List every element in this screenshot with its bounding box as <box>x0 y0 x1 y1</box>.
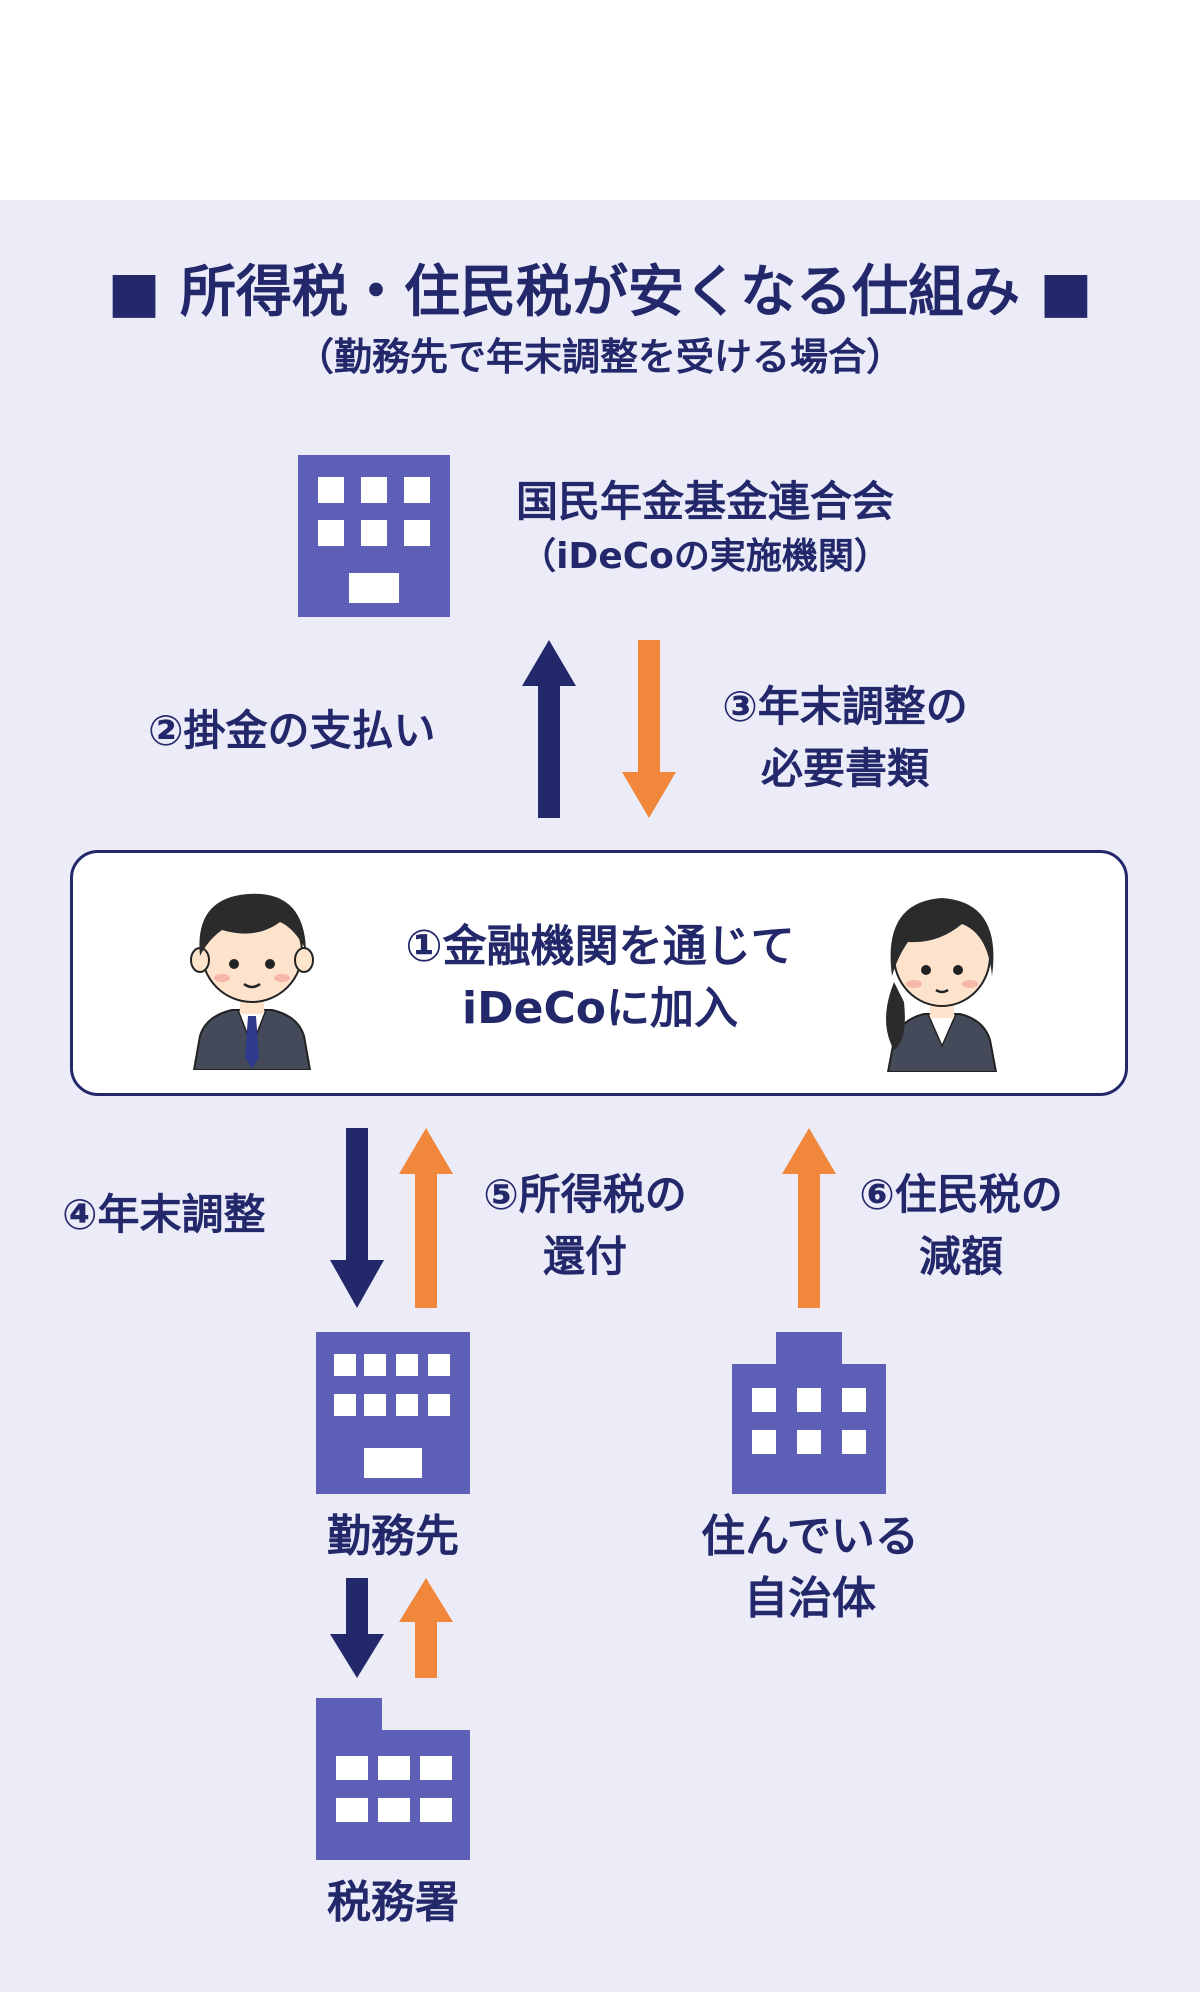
female-employee-icon <box>872 872 1012 1072</box>
municipality-label-line2: 自治体 <box>744 1573 876 1624</box>
documents-label-line2: 必要書類 <box>760 744 929 793</box>
tax-to-employer-arrow-up <box>399 1578 453 1678</box>
year-end-arrow-down <box>330 1128 384 1308</box>
subscriber-label-line2: iDeCoに加入 <box>462 983 738 1034</box>
employer-building-icon <box>316 1332 470 1494</box>
male-employee-icon <box>182 870 322 1070</box>
reduction-label-line2: 減額 <box>918 1232 1003 1281</box>
payment-label: ②掛金の支払い <box>148 706 436 755</box>
employer-label: 勤務先 <box>327 1511 459 1562</box>
reduction-label-line1: ⑥住民税の <box>859 1170 1063 1219</box>
subscriber-label-line1: ①金融機関を通じて <box>405 921 795 972</box>
diagram-title: ■ 所得税・住民税が安くなる仕組み ■ <box>107 260 1093 325</box>
refund-arrow-up <box>399 1128 453 1308</box>
refund-label-line1: ⑤所得税の <box>483 1170 687 1219</box>
refund-label-line2: 還付 <box>542 1232 627 1281</box>
reduction-arrow-up <box>782 1128 836 1308</box>
municipality-building-icon <box>732 1332 886 1494</box>
payment-arrow-up <box>522 640 576 818</box>
diagram-panel <box>0 200 1200 1992</box>
documents-arrow-down <box>622 640 676 818</box>
employer-to-tax-arrow-down <box>330 1578 384 1678</box>
fund-name: 国民年金基金連合会 <box>515 477 894 526</box>
tax-office-building-icon <box>316 1698 470 1860</box>
tax-office-label: 税務署 <box>327 1877 459 1928</box>
documents-label-line1: ③年末調整の <box>722 682 968 731</box>
municipality-label-line1: 住んでいる <box>701 1511 919 1562</box>
year-end-label: ④年末調整 <box>62 1190 266 1239</box>
fund-building-icon <box>298 455 450 617</box>
diagram-subtitle: （勤務先で年末調整を受ける場合） <box>295 335 904 379</box>
fund-note: （iDeCoの実施機関） <box>520 536 890 577</box>
